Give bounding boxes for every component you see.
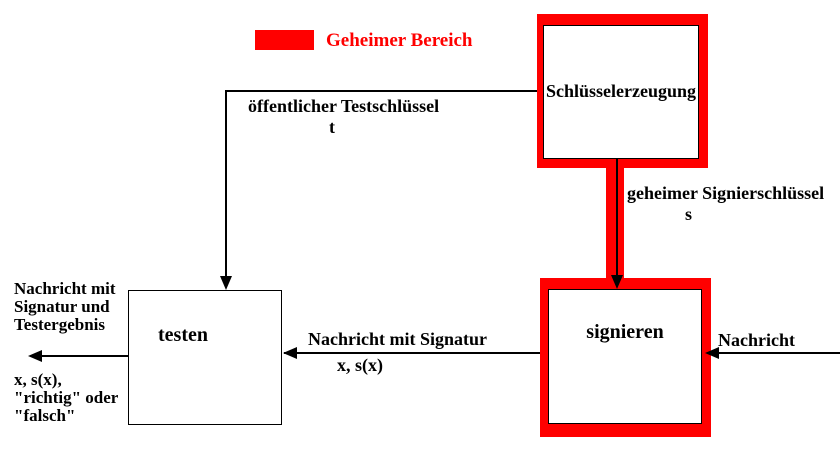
result-out-values: x, s(x), "richtig" oder "falsch"	[14, 371, 118, 425]
public-test-key-line-horizontal	[226, 90, 537, 92]
result-out-values-line2: "richtig" oder	[14, 388, 119, 407]
key-generation-label: Schlüsselerzeugung	[545, 81, 696, 102]
sign-label: signieren	[586, 321, 664, 343]
result-out-line	[32, 355, 128, 357]
message-in-label: Nachricht	[718, 330, 795, 350]
result-out-label: Nachricht mit Signatur und Testergebnis	[14, 280, 116, 334]
result-out-label-line1: Nachricht mit	[14, 279, 116, 298]
public-test-key-symbol: t	[329, 117, 335, 137]
result-out-values-line3: "falsch"	[14, 406, 76, 425]
secret-area-legend-swatch	[255, 30, 314, 50]
signed-message-symbol: x, s(x)	[337, 355, 383, 375]
result-out-label-line2: Signatur und	[14, 297, 110, 316]
secret-area-legend-label: Geheimer Bereich	[326, 30, 473, 51]
secret-sign-key-arrowhead-icon	[611, 275, 623, 289]
signed-message-label: Nachricht mit Signatur	[308, 329, 487, 349]
sign-box	[548, 289, 702, 424]
secret-key-channel	[606, 158, 624, 288]
key-generation-box: Schlüsselerzeugung	[543, 25, 699, 159]
signed-message-line	[284, 352, 540, 354]
public-test-key-line-vertical	[225, 90, 227, 278]
result-out-values-line1: x, s(x),	[14, 370, 62, 389]
secret-sign-key-line	[616, 158, 618, 278]
secret-sign-key-label: geheimer Signierschlüssel	[627, 183, 825, 203]
signed-message-arrowhead-icon	[283, 347, 297, 359]
message-in-arrowhead-icon	[705, 347, 719, 359]
result-out-arrowhead-icon	[28, 350, 42, 362]
secret-sign-key-symbol: s	[685, 204, 693, 224]
test-box	[128, 290, 282, 425]
test-label: testen	[158, 324, 208, 346]
public-test-key-arrowhead-icon	[220, 276, 232, 290]
public-test-key-label: öffentlicher Testschlüssel	[248, 96, 440, 116]
message-in-line	[712, 352, 840, 354]
result-out-label-line3: Testergebnis	[14, 315, 105, 334]
